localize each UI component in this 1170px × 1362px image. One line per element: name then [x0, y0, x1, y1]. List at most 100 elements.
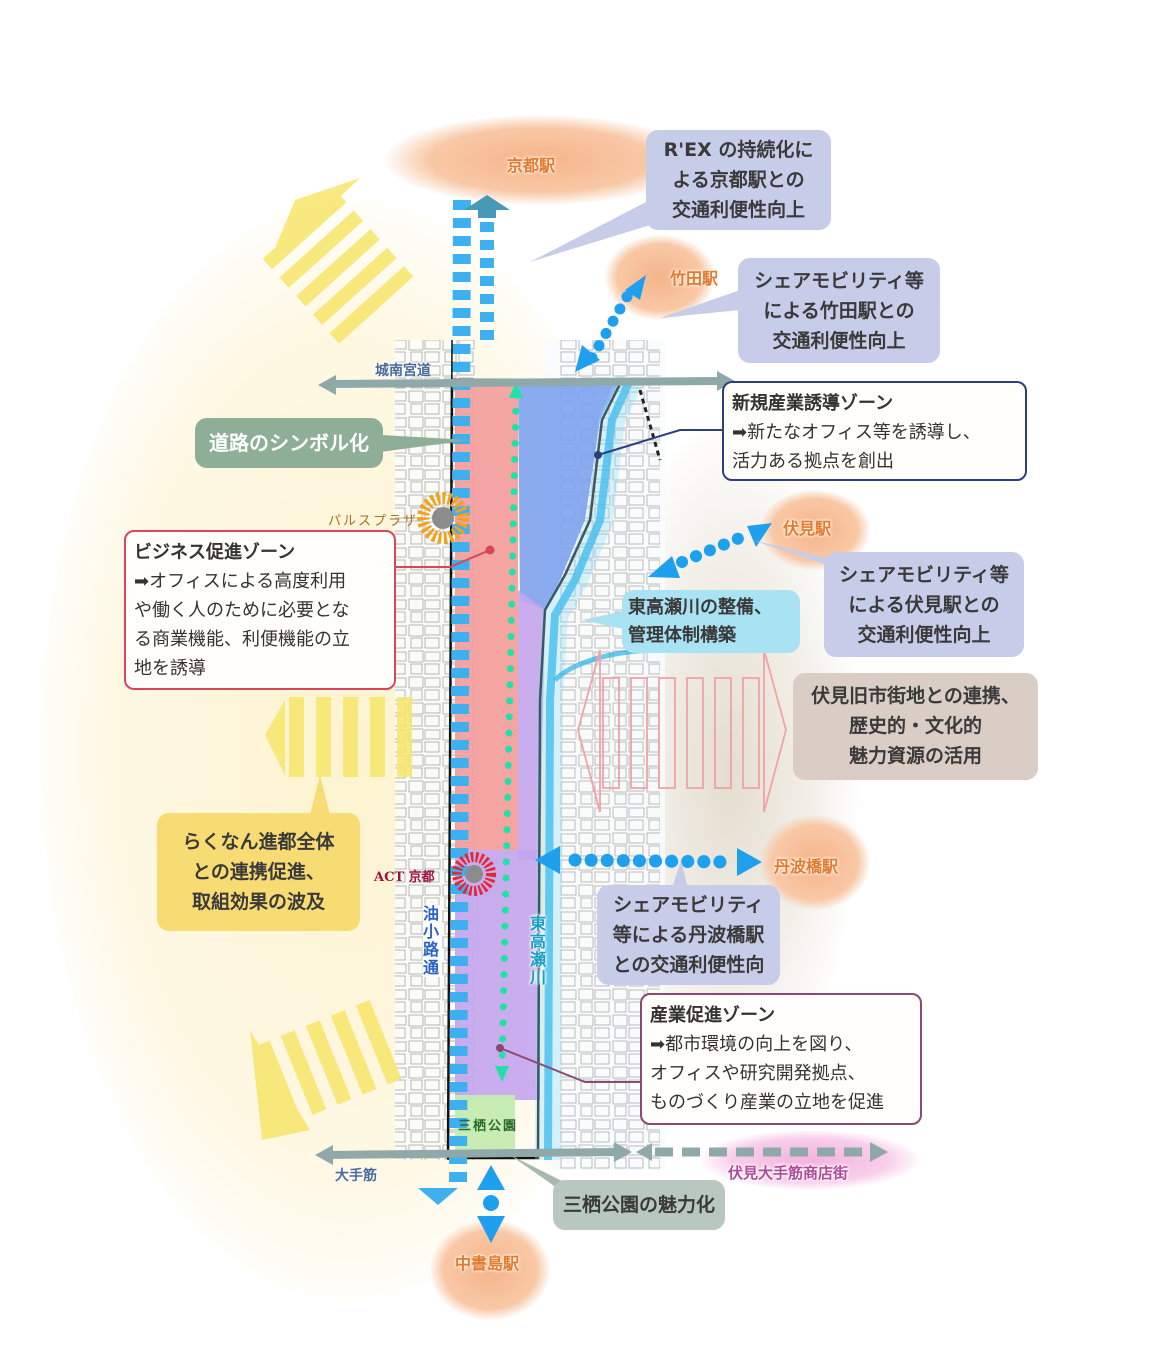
- industry-zone-box: 産業促進ゾーン ➡都市環境の向上を図り、 オフィスや研究開発拠点、 ものづくり産…: [640, 993, 922, 1125]
- fushimi-arrow-west: [648, 556, 680, 578]
- aburanokoji-south-arrow: [418, 1188, 458, 1205]
- callout-line: 交通利便性向上: [671, 199, 805, 221]
- fushimi-arrow-east: [747, 523, 772, 547]
- callout-line: シェアモビリティ等: [839, 564, 1009, 586]
- callout-line: 等による丹波橋駅: [612, 924, 765, 946]
- pulse-plaza-label: パルスプラザ: [328, 514, 419, 529]
- road-symbol-pointer: [380, 435, 470, 452]
- jonan-west-arrowhead: [318, 375, 336, 395]
- takeda-station-label: 竹田駅: [670, 269, 719, 288]
- callout-line: R'EX の持続化に: [663, 139, 814, 161]
- callout-line: 交通利便性向上: [857, 624, 991, 646]
- callout-line: 交通利便性向上: [772, 330, 906, 352]
- aburanokoji-centerline: [447, 339, 453, 1161]
- tambabashi-arrow-east: [737, 848, 762, 876]
- central-axis-dots: [498, 391, 520, 1074]
- callout-line: との交通利便性向: [612, 954, 765, 976]
- road-symbol-callout: 道路のシンボル化: [195, 418, 383, 468]
- business-leader: [395, 545, 495, 568]
- fushimi-station-label: 伏見駅: [783, 519, 832, 538]
- central-axis-arrow-bottom: [495, 1066, 509, 1082]
- chushojima-arrow-up: [477, 1165, 505, 1190]
- takeda-mobility-link: [586, 289, 634, 364]
- river-callout-pointer: [582, 610, 628, 630]
- yellow-arrow-west: [265, 697, 412, 777]
- central-axis-arrow-top: [509, 382, 523, 398]
- pulse-plaza-marker: [417, 492, 469, 544]
- kyoto-arrow-head: [464, 195, 510, 218]
- fushimi-mobility-callout: シェアモビリティ等 による伏見駅との 交通利便性向上: [824, 552, 1024, 657]
- otesuji-west-arrowhead: [315, 1145, 333, 1165]
- new-industry-zone: [452, 380, 620, 610]
- zone-title: 産業促進ゾーン: [650, 1005, 776, 1026]
- zone-line: 活力ある拠点を創出: [732, 451, 894, 472]
- shotengai-west-arrowhead: [636, 1143, 652, 1161]
- zone-line: る商業機能、利便機能の立: [134, 629, 350, 650]
- callout-line: らくなん進都全体: [182, 831, 335, 853]
- callout-line: との連携促進、: [192, 861, 325, 883]
- fushimi-shotengai-label: 伏見大手筋商店街: [728, 1164, 849, 1182]
- new-industry-leader: [594, 429, 722, 459]
- callout-line: 三栖公園の魅力化: [562, 1194, 715, 1216]
- callout-line: シェアモビリティ等: [754, 270, 924, 292]
- zone-title: 新規産業誘導ゾーン: [732, 393, 894, 414]
- tambabashi-mobility-callout: シェアモビリティ 等による丹波橋駅 との交通利便性向: [597, 885, 780, 985]
- callout-line: 取組効果の波及: [191, 891, 325, 913]
- act-kyoto-label: ACT 京都: [374, 870, 435, 885]
- callout-line: 歴史的・文化的: [848, 715, 982, 737]
- takeda-mobility-callout: シェアモビリティ等 による竹田駅との 交通利便性向上: [738, 258, 940, 363]
- chushojima-arrow-down: [477, 1216, 505, 1243]
- old-town-double-arrow: [577, 649, 787, 813]
- zone-line: や働く人のために必要とな: [134, 600, 350, 621]
- tambabashi-callout-pointer: [672, 860, 688, 888]
- zone-line: ものづくり産業の立地を促進: [650, 1092, 884, 1113]
- shotengai-glow: [700, 1130, 920, 1190]
- zone-line: オフィスや研究開発拠点、: [650, 1063, 866, 1084]
- mitsu-park-label: 三栖公園: [458, 1119, 519, 1134]
- act-kyoto-marker: [452, 852, 496, 896]
- jonan-east-arrowhead: [717, 371, 735, 391]
- otesuji-road: [324, 1148, 621, 1159]
- callout-line: よる京都駅との: [672, 169, 805, 191]
- jonan-miyamichi-road: [329, 377, 721, 388]
- callout-line: 管理体制構築: [628, 625, 736, 646]
- zone-line: ➡オフィスによる高度利用: [134, 571, 347, 592]
- business-zone-box: ビジネス促進ゾーン ➡オフィスによる高度利用 や働く人のために必要とな る商業機…: [124, 530, 396, 690]
- takeda-arrow-southwest: [575, 345, 600, 372]
- zone-line: ➡都市環境の向上を図り、: [650, 1034, 863, 1055]
- shotengai-east-arrowhead: [870, 1142, 888, 1162]
- tambabashi-station-label: 丹波橋駅: [774, 857, 839, 876]
- new-industry-zone-box: 新規産業誘導ゾーン ➡新たなオフィス等を誘導し、 活力ある拠点を創出: [722, 381, 1027, 481]
- rakunan-callout-pointer: [310, 775, 330, 815]
- higashitakasegawa-label: 東高瀬川: [530, 914, 547, 987]
- chushojima-station-label: 中書島駅: [455, 1254, 520, 1273]
- yellow-arrow-southwest: [250, 1000, 402, 1140]
- rex-callout-pointer: [530, 200, 650, 262]
- zone-line: ➡新たなオフィス等を誘導し、: [732, 422, 981, 443]
- callout-line: 魅力資源の活用: [848, 745, 982, 767]
- aburanokoji-dashed-road: [449, 199, 471, 1191]
- callout-line: 伏見旧市街地との連携、: [811, 685, 1020, 707]
- callout-line: シェアモビリティ: [613, 894, 764, 916]
- kyoto-station-glow: [385, 115, 695, 205]
- industry-leader: [496, 1044, 640, 1083]
- otesuji-east-arrowhead: [614, 1142, 632, 1162]
- rakunan-callout: らくなん進都全体 との連携促進、 取組効果の波及: [157, 813, 360, 931]
- zone-line: 地を誘導: [134, 658, 206, 679]
- park-callout: 三栖公園の魅力化: [553, 1180, 725, 1230]
- industry-zone-upper: [518, 590, 545, 860]
- otesuji-label: 大手筋: [335, 1168, 377, 1184]
- river-glow: [535, 374, 642, 1161]
- fushimi-mobility-link: [676, 531, 748, 568]
- old-town-callout: 伏見旧市街地との連携、 歴史的・文化的 魅力資源の活用: [793, 673, 1038, 780]
- callout-line: 道路のシンボル化: [209, 431, 369, 455]
- rail-line: [638, 389, 662, 461]
- chushojima-dot: [483, 1195, 499, 1211]
- river-callout: 東高瀬川の整備、 管理体制構築: [622, 590, 800, 653]
- rex-callout: R'EX の持続化に よる京都駅との 交通利便性向上: [646, 130, 831, 230]
- zone-boundary: [446, 378, 625, 1160]
- jonan-miyamichi-label: 城南宮道: [375, 363, 431, 379]
- callout-line: 東高瀬川の整備、: [628, 597, 772, 618]
- tambabashi-mobility-link: [568, 853, 737, 869]
